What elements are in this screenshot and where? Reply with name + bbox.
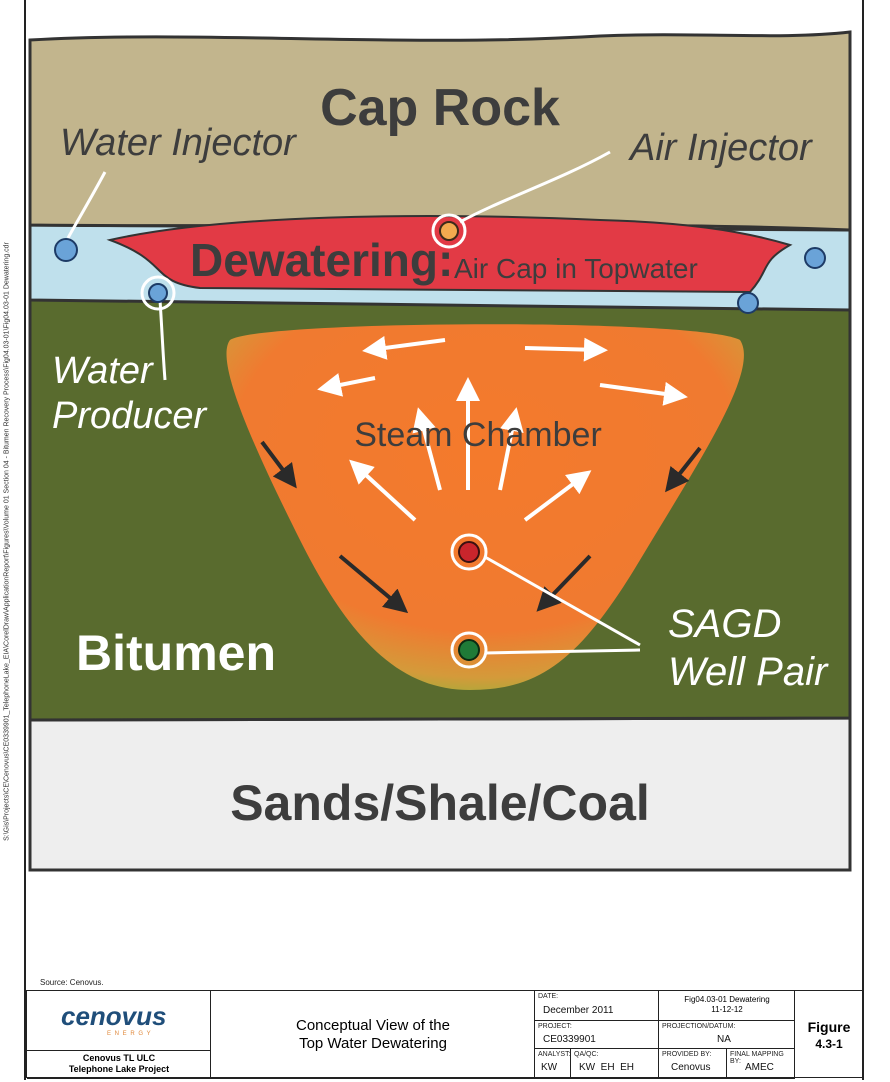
figure-label: Figure	[807, 1019, 851, 1035]
sagd-injector-well	[458, 541, 480, 563]
date-value: December 2011	[543, 1005, 614, 1016]
final-mapping-cell: FINAL MAPPING BY: AMEC	[727, 1049, 795, 1079]
qaqc-label: QA/QC:	[574, 1051, 599, 1058]
air-injector-well	[439, 221, 459, 241]
page-frame	[24, 0, 864, 1080]
water-producer-well-ring	[140, 275, 176, 311]
projection-label: PROJECTION/DATUM:	[662, 1023, 736, 1030]
steam-arrows	[317, 335, 688, 522]
bitumen-label: Bitumen	[76, 625, 276, 681]
arrow-right	[523, 470, 592, 522]
air-cap-label: Air Cap in Topwater	[454, 253, 698, 284]
arrow-top-right	[524, 337, 608, 362]
project-name: Telephone Lake Project	[68, 1064, 170, 1074]
analyst-label: ANALYST:	[538, 1051, 571, 1058]
projection-cell: PROJECTION/DATUM: NA	[659, 1021, 795, 1049]
dewatering-label: Dewatering:	[190, 234, 453, 286]
cenovus-logo: cenovus	[61, 1001, 167, 1031]
water-producer-label-1: Water	[52, 350, 154, 392]
analyst-value: KW	[541, 1062, 558, 1073]
air-cap-shape	[106, 215, 793, 294]
project-cell: PROJECT: CE0339901	[535, 1021, 659, 1049]
sagd-leader-bottom	[484, 648, 641, 655]
figure-number: 4.3-1	[815, 1037, 843, 1051]
source-note: Source: Cenovus.	[40, 978, 104, 987]
provided-value: Cenovus	[671, 1062, 711, 1073]
dewatering-diagram: Cap Rock Water Injector Air Injector Dew…	[28, 30, 852, 872]
arrow-top-left	[362, 335, 446, 360]
cenovus-logo-sub: E N E R G Y	[107, 1031, 152, 1037]
qaqc-cell: QA/QC: KW EH EH	[571, 1049, 659, 1079]
figure-title-1: Conceptual View of the	[296, 1017, 450, 1034]
sagd-label-1: SAGD	[668, 602, 781, 646]
flow-arrow-left-lower	[338, 554, 409, 614]
base-layer-label: Sands/Shale/Coal	[230, 775, 650, 831]
analyst-cell: ANALYST: KW	[535, 1049, 571, 1079]
arrow-left	[349, 459, 417, 522]
logo-cell: cenovus E N E R G Y	[27, 991, 211, 1051]
title-block: cenovus E N E R G Y Cenovus TL ULC Telep…	[26, 990, 864, 1079]
company-name: Cenovus TL ULC	[82, 1053, 156, 1063]
flow-arrow-right-lower	[536, 554, 592, 612]
topwater-well-right	[804, 247, 826, 269]
arrow-mid-right	[599, 381, 688, 406]
air-injector-well-ring	[431, 213, 467, 249]
steam-chamber-label: Steam Chamber	[354, 416, 602, 454]
wells	[54, 213, 826, 669]
air-injector-leader	[459, 150, 611, 224]
cap-rock-label: Cap Rock	[320, 79, 560, 137]
flow-arrow-right-upper	[665, 446, 702, 493]
file-path-text: S:\Gis\Projects\CE\Cenovus\CE0339901_Tel…	[3, 242, 11, 841]
arrow-up-right	[498, 407, 524, 491]
arrow-up-left	[412, 407, 442, 491]
final-mapping-value: AMEC	[745, 1062, 774, 1073]
figure-number-cell: Figure 4.3-1	[795, 991, 863, 1079]
file-name: Fig04.03-01 Dewatering	[684, 995, 770, 1004]
sagd-producer-well	[458, 639, 480, 661]
arrow-mid-left	[317, 373, 376, 397]
title-cell: Conceptual View of the Top Water Dewater…	[211, 991, 535, 1079]
water-injector-label: Water Injector	[60, 122, 297, 164]
project-label: PROJECT:	[538, 1023, 572, 1030]
figure-title-2: Top Water Dewatering	[299, 1035, 447, 1052]
final-mapping-label: FINAL MAPPING BY:	[730, 1051, 784, 1065]
provided-cell: PROVIDED BY: Cenovus	[659, 1049, 727, 1079]
company-cell: Cenovus TL ULC Telephone Lake Project	[27, 1051, 211, 1079]
sagd-producer-ring	[450, 631, 488, 669]
water-producer-label-2: Producer	[52, 395, 208, 437]
file-cell: Fig04.03-01 Dewatering 11-12-12	[659, 991, 795, 1021]
file-date: 11-12-12	[711, 1005, 743, 1014]
sagd-label-2: Well Pair	[668, 650, 829, 694]
air-injector-label: Air Injector	[628, 127, 813, 169]
sagd-injector-ring	[450, 533, 488, 571]
steam-chamber	[226, 324, 744, 690]
projection-value: NA	[717, 1034, 731, 1045]
date-cell: DATE: December 2011	[535, 991, 659, 1021]
bitumen-flow-arrows	[260, 440, 702, 614]
provided-label: PROVIDED BY:	[662, 1051, 712, 1058]
water-injector-well	[54, 238, 78, 262]
qaqc-value: KW EH EH	[579, 1062, 635, 1073]
project-value: CE0339901	[543, 1034, 596, 1045]
flow-arrow-left-upper	[260, 440, 297, 489]
topwater-well-lower-right	[737, 292, 759, 314]
water-producer-well	[148, 283, 168, 303]
date-label: DATE:	[538, 993, 559, 1000]
water-injector-leader	[66, 171, 107, 239]
sagd-leader-top	[484, 555, 641, 647]
